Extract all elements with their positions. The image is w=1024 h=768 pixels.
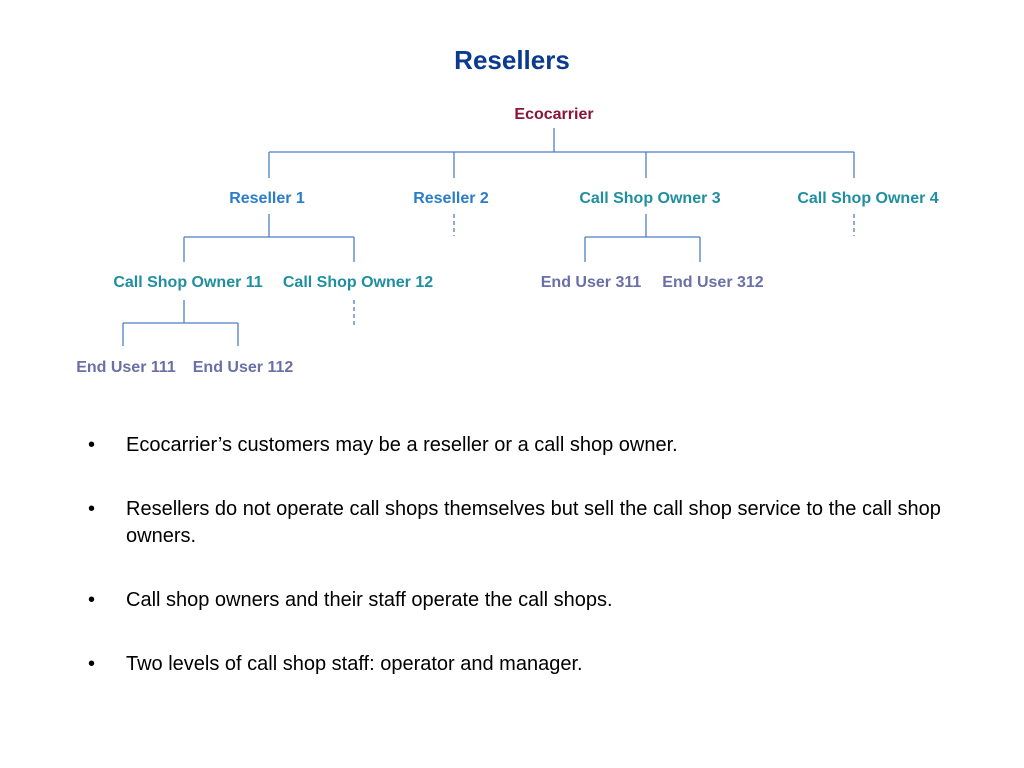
node-end-user-112: End User 112 — [193, 359, 294, 376]
bullet-text: Resellers do not operate call shops them… — [126, 498, 941, 547]
bullet-item: • Ecocarrier’s customers may be a resell… — [88, 432, 968, 459]
node-end-user-111: End User 111 — [76, 359, 176, 376]
bullet-item: • Call shop owners and their staff opera… — [88, 587, 968, 614]
node-end-user-312: End User 312 — [662, 274, 763, 291]
org-chart-connectors — [122, 128, 855, 346]
bullet-marker: • — [88, 589, 96, 611]
slide-title: Resellers — [454, 45, 570, 75]
node-call-shop-owner-12: Call Shop Owner 12 — [283, 274, 433, 291]
bullet-list: • Ecocarrier’s customers may be a resell… — [88, 432, 968, 715]
node-call-shop-owner-4: Call Shop Owner 4 — [797, 190, 938, 207]
node-root: Ecocarrier — [514, 106, 593, 123]
bullet-item: • Two levels of call shop staff: operato… — [88, 651, 968, 678]
node-reseller-2: Reseller 2 — [413, 190, 489, 207]
bullet-text: Call shop owners and their staff operate… — [126, 589, 613, 611]
node-call-shop-owner-11: Call Shop Owner 11 — [113, 274, 262, 291]
bullet-text: Ecocarrier’s customers may be a reseller… — [126, 434, 678, 456]
bullet-marker: • — [88, 434, 96, 456]
node-call-shop-owner-3: Call Shop Owner 3 — [579, 190, 720, 207]
bullet-text: Two levels of call shop staff: operator … — [126, 653, 583, 675]
node-end-user-311: End User 311 — [541, 274, 642, 291]
bullet-item: • Resellers do not operate call shops th… — [88, 496, 968, 550]
org-chart-diagram: Ecocarrier Reseller 1 Reseller 2 Call Sh… — [76, 106, 939, 376]
bullet-marker: • — [88, 653, 96, 675]
bullet-marker: • — [88, 498, 96, 520]
node-reseller-1: Reseller 1 — [229, 190, 305, 207]
